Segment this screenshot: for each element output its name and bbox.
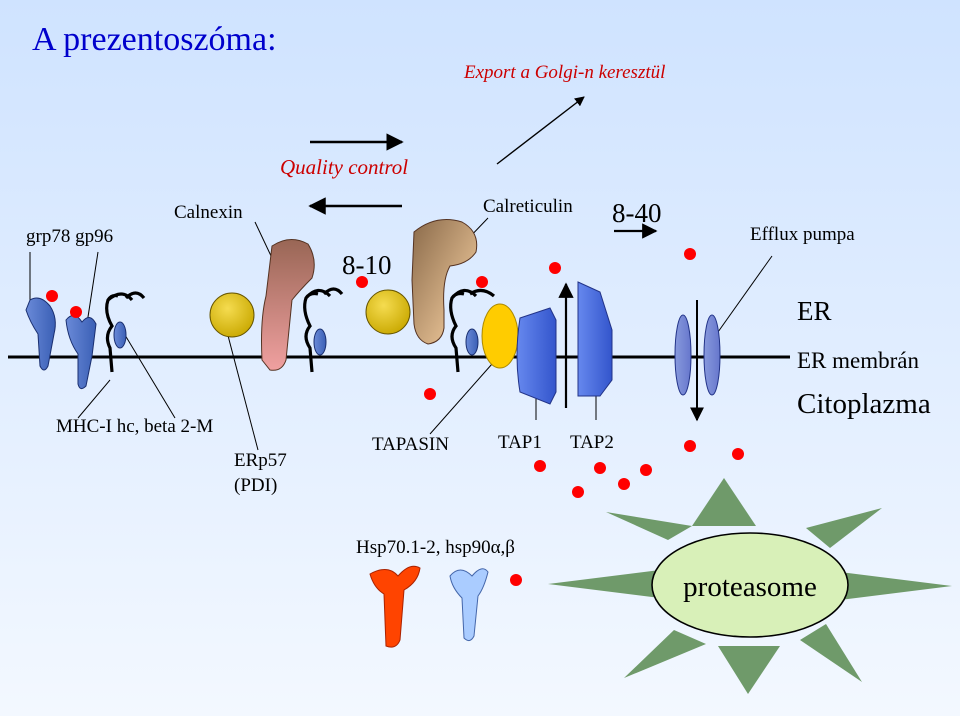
calnexin-protein [261,239,315,371]
pdi-label: (PDI) [234,475,277,496]
er-membrane-label: ER membrán [797,348,919,373]
peptide [572,486,584,498]
mhc-heavy-chain-1 [105,291,146,373]
ray-top [692,478,756,526]
efflux-pump-label: Efflux pumpa [750,224,855,245]
mhc-pointer-2 [124,334,176,419]
calnexin-label: Calnexin [174,202,243,223]
peptides [46,248,744,586]
page-title: A prezentoszóma: [32,21,277,58]
beta2m-3 [465,328,479,356]
tap1-protein [516,307,557,405]
peptide [356,276,368,288]
grp78-gp96-label: grp78 gp96 [26,226,113,247]
tap2-protein [577,281,613,397]
tapasin-label: TAPASIN [372,434,449,455]
erp57-label: ERp57 [234,450,287,471]
peptide [510,574,522,586]
export-arrow [496,96,585,165]
calreticulin-protein [411,219,478,345]
peptide [732,448,744,460]
beta2m-2 [313,328,327,356]
cytoplasm-label: Citoplazma [797,388,931,420]
gp96-pointer [85,251,99,331]
efflux-pointer [717,255,773,333]
peptide [476,276,488,288]
mhc-i-label: MHC-I hc, beta 2-M [56,416,213,437]
calreticulin-label: Calreticulin [483,196,573,217]
ray-bottom [718,646,780,694]
tap2-label: TAP2 [570,432,614,453]
tapasin-protein [481,303,519,369]
calnexin-pointer [254,221,273,259]
efflux-pump-right [703,314,721,396]
peptide [684,440,696,452]
grp78-protein [25,297,56,371]
proteasome-rays [548,478,952,694]
mhc-pointer-1 [77,379,111,419]
peptide [46,290,58,302]
peptide [684,248,696,260]
proteasome-label: proteasome [683,571,817,603]
erp57-pointer [225,327,259,451]
efflux-pump-left [674,314,692,396]
peptide [640,464,652,476]
mhc-heavy-chain-3 [449,288,496,373]
range-8-10-label: 8-10 [342,250,392,280]
ray-bottom-right [800,624,862,682]
hsp-label: Hsp70.1-2, hsp90α,β [356,537,515,558]
erp57-sphere-2 [365,289,411,335]
quality-control-label: Quality control [280,155,408,179]
ray-bottom-left [624,630,706,678]
proteasome-body [651,532,849,638]
peptide [534,460,546,472]
peptide [70,306,82,318]
beta2m-1 [113,321,127,349]
tap1-label: TAP1 [498,432,542,453]
er-label: ER [797,296,832,326]
peptide [549,262,561,274]
erp57-sphere-1 [209,292,255,338]
mhc-heavy-chain-2 [303,287,344,373]
ray-right [840,572,952,600]
peptide [594,462,606,474]
hsp70-protein [369,565,421,648]
tapasin-pointer [429,363,493,435]
gp96-protein [65,315,97,390]
export-label: Export a Golgi-n keresztül [463,62,665,83]
peptide [424,388,436,400]
peptide [618,478,630,490]
range-8-40-label: 8-40 [612,198,662,228]
hsp90-protein [449,568,489,642]
ray-top-right [806,508,882,548]
ray-top-left [606,512,692,540]
ray-left [548,570,660,598]
